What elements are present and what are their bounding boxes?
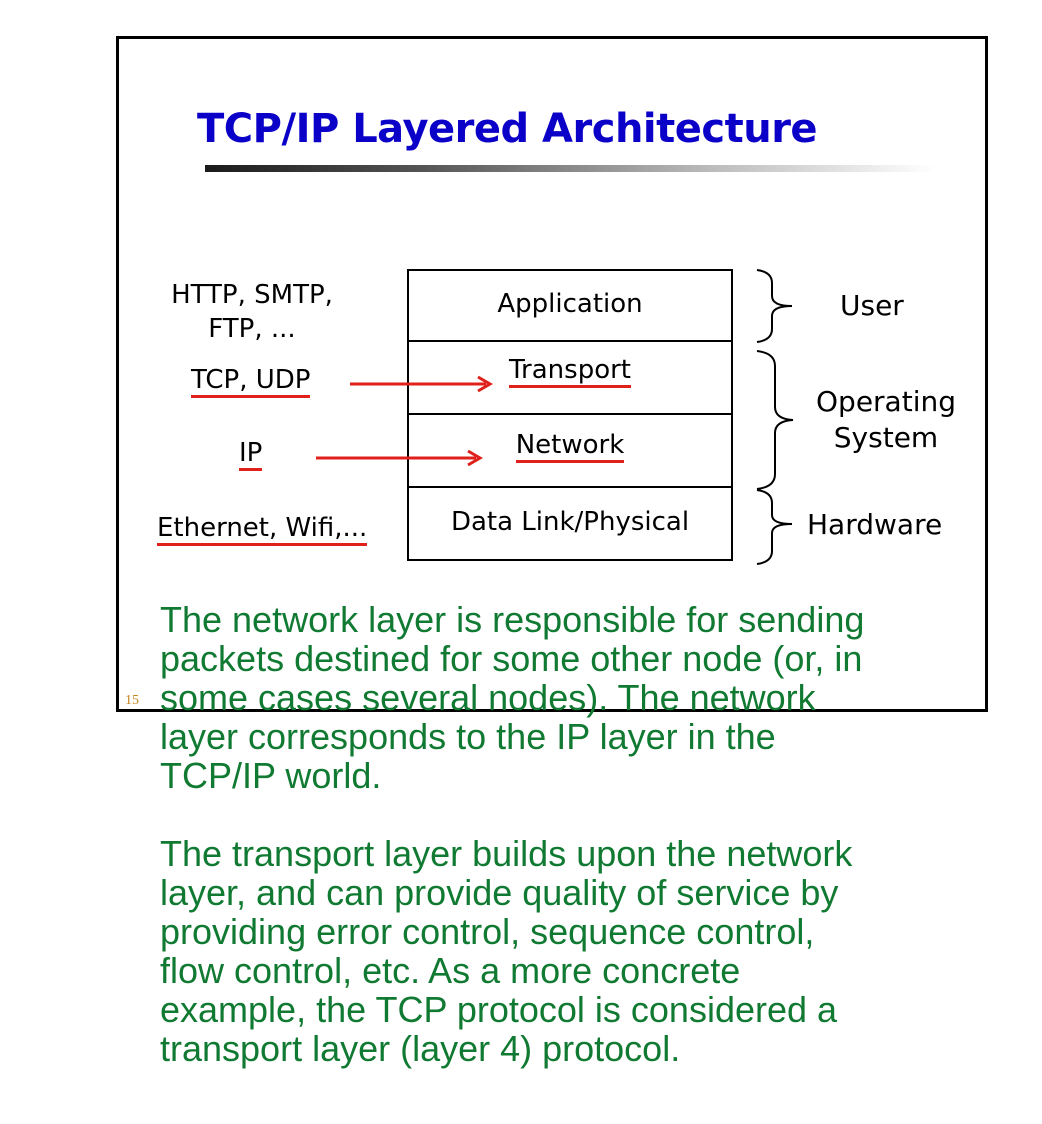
layer-label-application: Application — [497, 288, 643, 319]
layer-label-transport: Transport — [508, 355, 631, 388]
protocols-network: IP — [239, 438, 263, 471]
slide-frame — [116, 36, 988, 712]
protocols-link: Ethernet, Wifi,... — [157, 513, 368, 546]
brace-hardware — [756, 489, 793, 565]
layer-stack: Application Transport Network Data Link/… — [407, 269, 733, 561]
paragraph-network-layer: The network layer is responsible for sen… — [160, 599, 865, 796]
paragraph-transport-layer: The transport layer builds upon the netw… — [160, 833, 853, 1069]
layer-transport: Transport — [407, 342, 733, 415]
group-label-hardware: Hardware — [807, 508, 943, 541]
protocols-transport: TCP, UDP — [191, 365, 311, 398]
protocols-application: HTTP, SMTP, FTP, ... — [170, 278, 334, 346]
layer-label-network: Network — [515, 430, 625, 463]
layer-datalink: Data Link/Physical — [407, 488, 733, 561]
layer-label-datalink: Data Link/Physical — [450, 506, 690, 537]
arrow-ip-to-network — [316, 449, 483, 467]
brace-user — [756, 269, 793, 343]
title-underline-bar — [205, 165, 935, 172]
group-label-user: User — [840, 289, 904, 322]
arrow-tcp-to-transport — [350, 375, 493, 393]
layer-network: Network — [407, 415, 733, 488]
layer-application: Application — [407, 269, 733, 342]
slide-title: TCP/IP Layered Architecture — [197, 106, 818, 152]
protocols-application-line2: FTP, ... — [208, 314, 296, 344]
group-label-operating-system: Operating System — [816, 385, 956, 454]
brace-operating-system — [756, 350, 794, 490]
protocols-application-line1: HTTP, SMTP, — [171, 280, 333, 310]
page-number: 15 — [125, 693, 139, 708]
